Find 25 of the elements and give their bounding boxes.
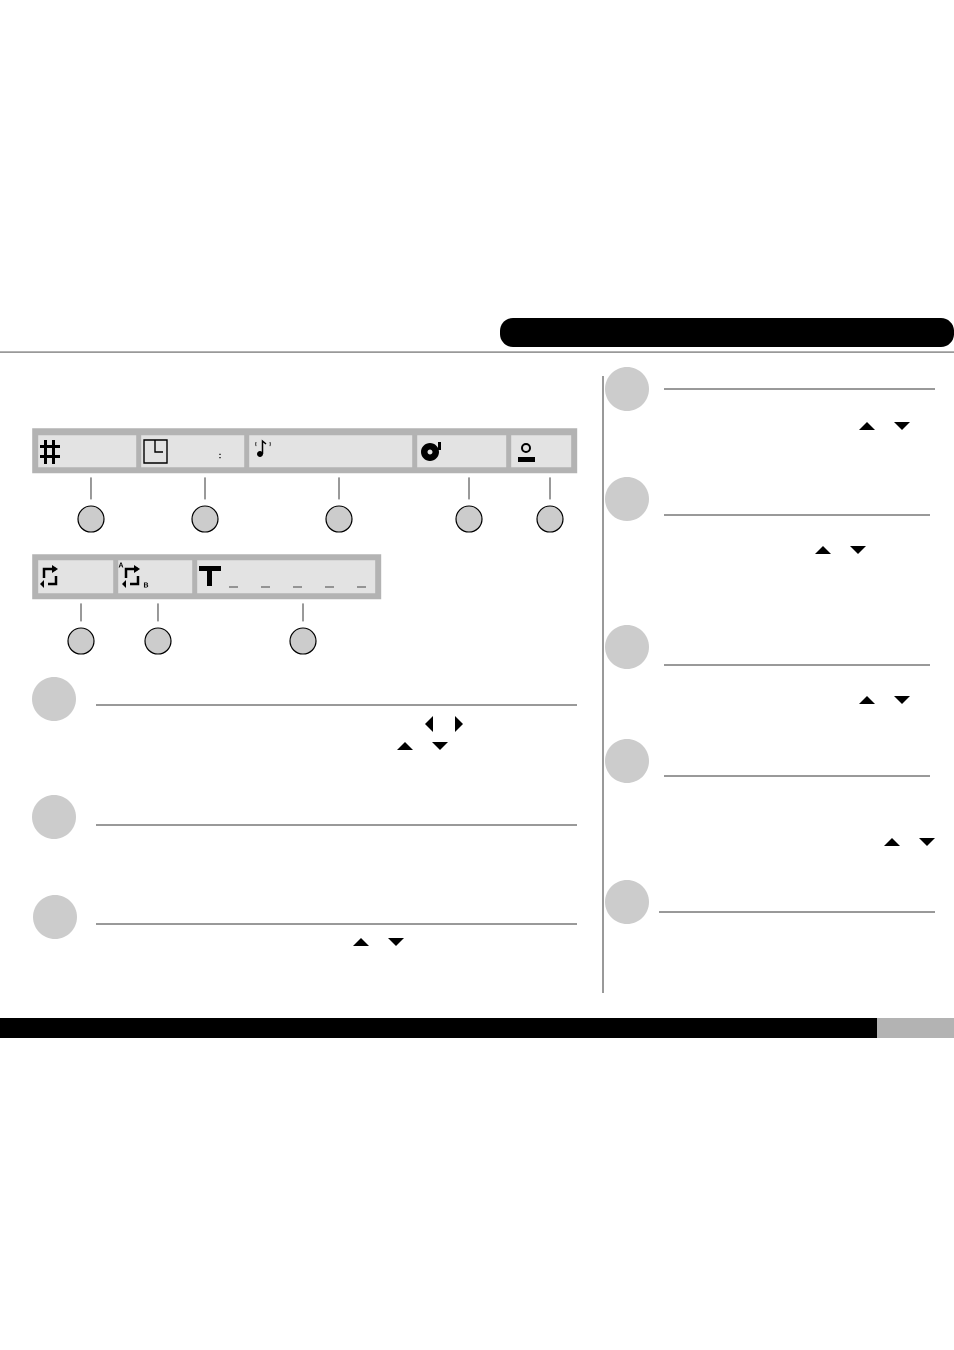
- leader-line: [468, 477, 470, 500]
- callout-circle: [191, 505, 219, 533]
- callout-circle: [144, 627, 172, 655]
- display-segment: [38, 435, 137, 468]
- leader-line: [338, 477, 340, 500]
- display-segment: [197, 560, 376, 594]
- callout-circle: [325, 505, 353, 533]
- display-segment: [38, 560, 114, 594]
- display-segment: [118, 560, 193, 594]
- callout-circle: [536, 505, 564, 533]
- display-segment: [511, 435, 572, 468]
- leader-line: [80, 603, 82, 622]
- callout-circle: [455, 505, 483, 533]
- display-segment: [141, 435, 245, 468]
- callout-circle: [67, 627, 95, 655]
- display-segment: [417, 435, 507, 468]
- leader-line: [204, 477, 206, 500]
- display-segment: [249, 435, 413, 468]
- leader-line: [157, 603, 159, 622]
- callout-circle: [289, 627, 317, 655]
- display-text: :: [219, 453, 221, 459]
- callout-circle: [77, 505, 105, 533]
- leader-line: [302, 603, 304, 622]
- leader-line: [549, 477, 551, 500]
- leader-line: [90, 477, 92, 500]
